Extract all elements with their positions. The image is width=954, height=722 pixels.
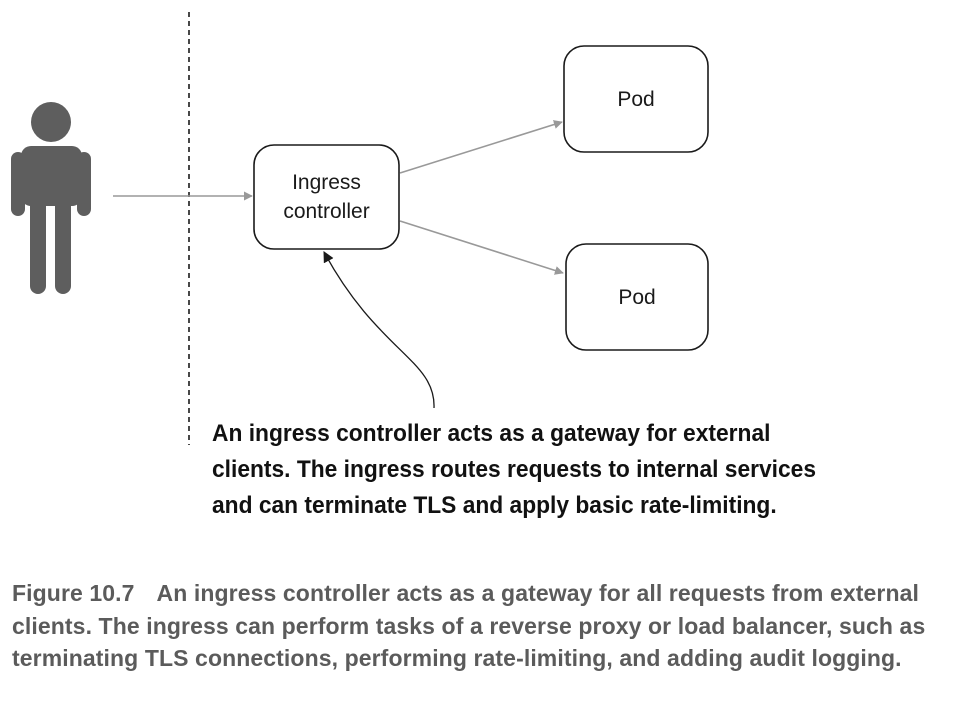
- ingress-to-pod2-arrow: [399, 220, 564, 275]
- pod-label-1: Pod: [617, 87, 655, 111]
- pod-box-2: [565, 243, 709, 351]
- ingress-controller-label: Ingress controller: [254, 145, 399, 249]
- ingress-controller-box: [253, 144, 400, 250]
- person-icon: [11, 102, 91, 294]
- annotation-line-2: clients. The ingress routes requests to …: [212, 456, 817, 483]
- pod-label-2: Pod: [618, 285, 656, 309]
- ingress-controller-label-line1: Ingress: [292, 171, 361, 194]
- ingress-controller-label-line2: controller: [283, 200, 370, 223]
- annotation-line-3: and can terminate TLS and apply basic ra…: [212, 492, 777, 519]
- figure-number: Figure 10.7: [12, 580, 135, 606]
- caption-text: An ingress controller acts as a gateway …: [12, 580, 926, 671]
- annotation-line-1: An ingress controller acts as a gateway …: [212, 420, 771, 447]
- pod-box-1: [563, 45, 709, 153]
- annotation-arrow: [323, 251, 435, 409]
- annotation-text: An ingress controller acts as a gateway …: [212, 416, 896, 524]
- ingress-to-pod1-arrow: [399, 120, 563, 174]
